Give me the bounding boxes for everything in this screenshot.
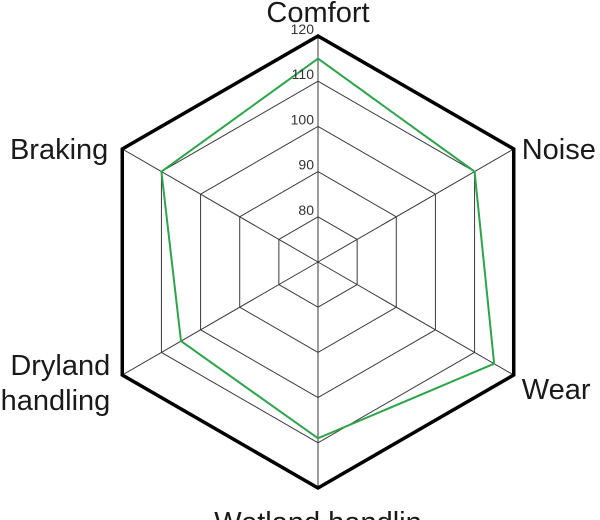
spoke-braking	[122, 148, 319, 263]
tick-label-80: 80	[298, 202, 314, 218]
spoke-dryland-handling	[122, 261, 319, 376]
tick-label-120: 120	[291, 21, 315, 37]
axis-label-wetland-handlin: Wetland handlin	[214, 507, 421, 520]
axis-label-noise: Noise	[522, 134, 596, 166]
spoke-wear	[317, 261, 514, 376]
radar-spokes	[122, 36, 514, 488]
spoke-noise	[317, 148, 514, 263]
tick-label-110: 110	[292, 66, 315, 82]
axis-label-wear: Wear	[522, 374, 591, 406]
tick-label-90: 90	[298, 157, 314, 173]
outer-frame	[120, 33, 516, 491]
radial-tick-labels: 80 90 100 110 120	[291, 21, 315, 218]
axis-label-braking: Braking	[10, 134, 108, 166]
axis-label-comfort: Comfort	[266, 0, 369, 29]
radar-outer-frame	[120, 33, 516, 491]
radar-series	[160, 57, 496, 440]
tick-label-100: 100	[291, 111, 315, 127]
